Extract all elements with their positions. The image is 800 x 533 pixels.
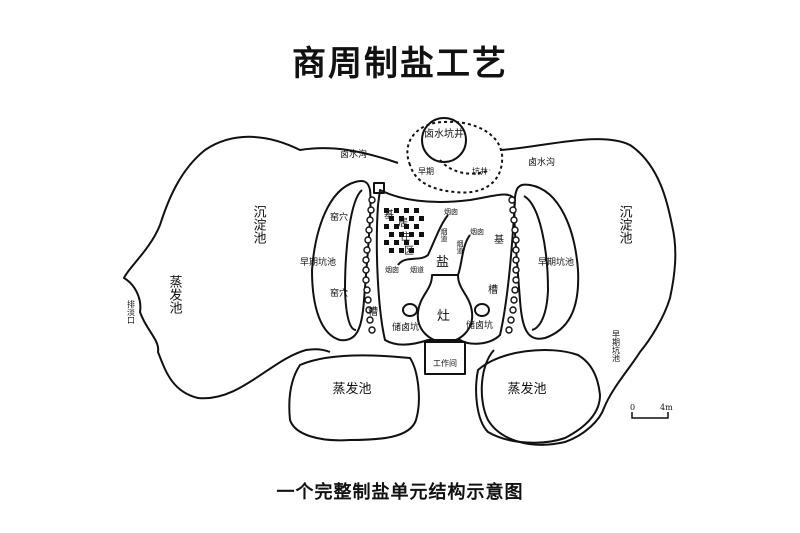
early-well-dashed-2 [439,159,491,175]
evap-pond-bottom-left [288,354,420,442]
label-flue-1: 烟囱 [444,207,458,216]
early-pond-left [311,180,372,342]
kiln-box [373,182,385,194]
post-row-right [505,196,520,334]
label-workroom: 工作间 [433,358,457,368]
label-trough-right: 槽 [488,283,498,296]
label-stove: 灶 [437,309,450,324]
outer-left-outline [123,135,399,400]
label-early-pit-right: 早期坑池 [538,256,574,268]
label-early-pit-top-left: 早期 [418,167,434,176]
label-store-left: 储卤坑 [392,321,419,333]
label-kiln-lower: 窑穴 [330,287,348,299]
figure-caption: 一个完整制盐单元结构示意图 [276,482,524,503]
label-base-left: 基 [384,208,394,221]
label-base-right: 基 [494,233,504,246]
label-early-pit-left: 早期坑池 [300,256,336,268]
label-early-pit-top-right: 坑井 [472,166,488,176]
scale-bar [631,412,669,419]
post-row-left [362,196,376,334]
residence-checker [384,208,424,253]
early-pond-right [513,183,580,340]
early-well-dashed [406,120,504,194]
label-flue-6: 烟囱 [385,265,399,274]
label-residence-1: 居 [398,217,408,229]
label-evap-bottom-right: 蒸发池 [507,381,546,397]
label-flue-2: 烟道 [440,227,448,243]
early-pond-left-inner [344,189,363,331]
store-pit-right [474,303,490,317]
label-salt: 盐 [436,255,449,270]
label-sediment-left: 沉淀池 [251,205,267,244]
central-base-outline [375,189,516,346]
label-outlet: 排淡口 [127,299,136,324]
label-residence-3: 区 [404,245,414,257]
brine-well-circle [421,117,467,163]
label-flue-5: 烟道 [410,265,424,274]
label-sediment-right: 沉淀池 [617,205,633,244]
early-pond-right-inner [523,195,549,331]
label-brine-ditch-left: 卤水沟 [340,148,367,160]
label-well: 卤水坑井 [424,127,464,140]
workroom-box [424,341,466,375]
label-store-right: 储卤坑 [466,319,493,331]
label-flue-4: 烟囱 [470,227,484,236]
label-evap-left: 蒸发池 [167,275,183,314]
label-residence-2: 住 [400,230,410,243]
label-flue-3: 烟道 [456,239,464,255]
label-trough-left: 槽 [368,305,378,318]
store-pit-left [402,303,418,317]
label-evap-bottom-left: 蒸发池 [332,381,371,397]
label-kiln-upper: 窑穴 [330,211,348,223]
page-title: 商周制盐工艺 [292,44,508,84]
flue-path [397,214,471,276]
scale-zero: 0 [630,403,635,412]
label-brine-ditch-right: 卤水沟 [528,156,555,168]
evap-pond-bottom-right [475,349,601,444]
outer-right-outline [480,138,677,446]
label-early-right: 早期坑池 [612,330,621,362]
scale-end: 4m [660,403,673,412]
